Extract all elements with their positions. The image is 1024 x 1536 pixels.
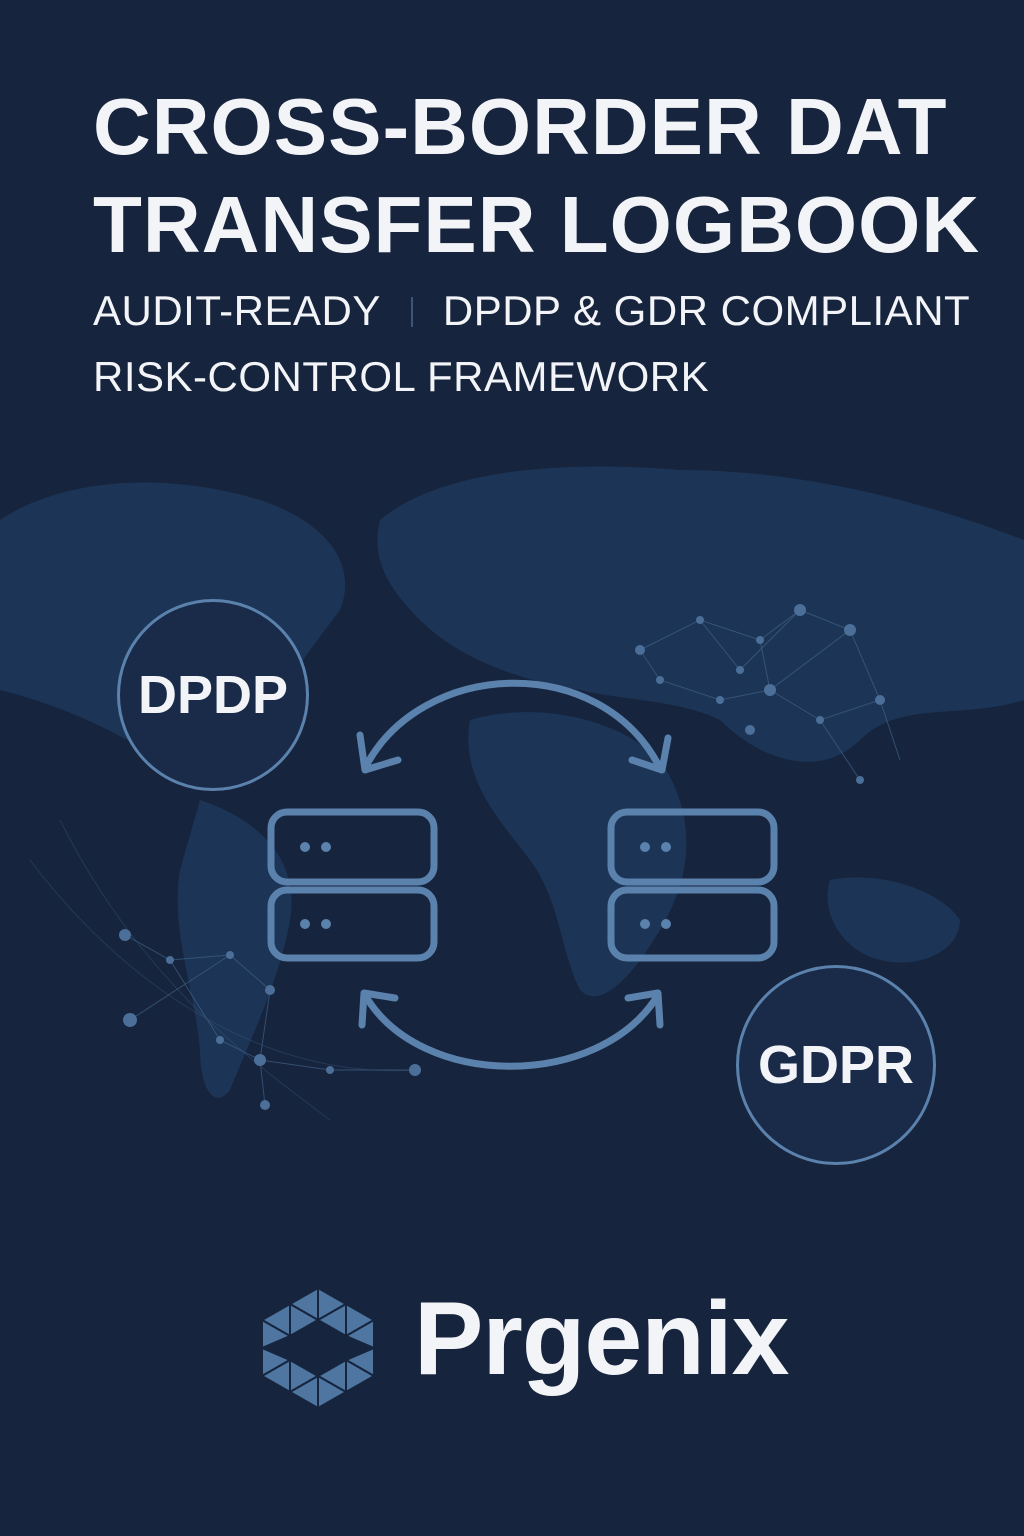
- server-right-icon: [607, 808, 778, 962]
- brand-logo-icon: [259, 1286, 377, 1410]
- top-arrow-icon: [356, 679, 672, 774]
- title-line-1: CROSS-BORDER DAT: [93, 82, 948, 171]
- tagline-row-1: AUDIT-READY DPDP & GDR COMPLIANT: [93, 286, 970, 336]
- bottom-arrow-icon: [358, 989, 664, 1070]
- gdpr-label: GDPR: [757, 1035, 914, 1095]
- server-left-icon: [267, 808, 438, 962]
- tagline-compliant: DPDP & GDR COMPLIANT: [442, 287, 971, 334]
- dpdp-badge: DPDP: [117, 599, 309, 791]
- separator: [410, 297, 413, 327]
- cover-title: CROSS-BORDER DAT TRANSFER LOGBOOK: [93, 78, 980, 274]
- dpdp-label: DPDP: [137, 665, 289, 725]
- tagline-risk-control: RISK-CONTROL FRAMEWORK: [93, 353, 710, 400]
- gdpr-badge: GDPR: [736, 965, 936, 1165]
- title-line-2: TRANSFER LOGBOOK: [93, 180, 981, 269]
- brand-name: Prgenix: [414, 1281, 789, 1397]
- tagline-audit-ready: AUDIT-READY: [93, 287, 381, 334]
